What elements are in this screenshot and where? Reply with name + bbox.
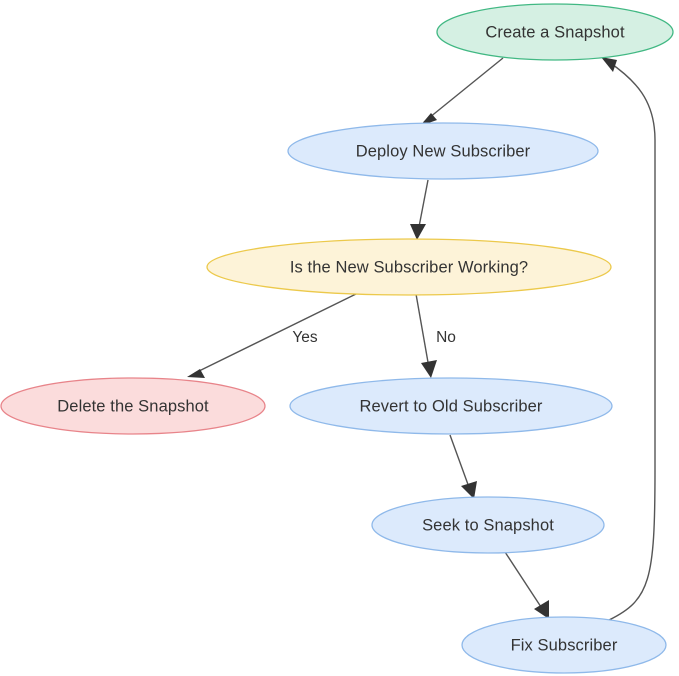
arrowhead-icon — [534, 600, 549, 619]
node-delete-the-snapshot[interactable]: Delete the Snapshot — [0, 377, 266, 435]
edge-line — [449, 434, 471, 491]
edge-create-snapshot-to-deploy-new-subscriber — [420, 57, 504, 126]
node-label: Create a Snapshot — [485, 23, 625, 41]
edge-is-new-subscriber-working-to-revert-to-old-subscriber — [415, 293, 437, 378]
node-label: Deploy New Subscriber — [356, 142, 531, 160]
node-deploy-new-subscriber[interactable]: Deploy New Subscriber — [287, 122, 599, 180]
node-label: Is the New Subscriber Working? — [290, 258, 528, 276]
node-fix-subscriber[interactable]: Fix Subscriber — [461, 616, 667, 674]
arrowhead-icon — [187, 369, 205, 378]
edge-label-no: No — [436, 329, 456, 346]
arrowhead-icon — [421, 360, 437, 378]
node-shape-ellipse[interactable] — [436, 3, 674, 61]
node-shape-ellipse[interactable] — [289, 377, 613, 435]
node-create-snapshot[interactable]: Create a Snapshot — [436, 3, 674, 61]
node-label: Revert to Old Subscriber — [359, 397, 542, 415]
edge-fix-subscriber-to-create-snapshot — [601, 57, 656, 621]
edge-label-yes: Yes — [292, 329, 318, 346]
arrowhead-icon — [410, 224, 426, 240]
edge-line — [415, 293, 430, 369]
edge-line — [194, 293, 357, 374]
node-shape-ellipse[interactable] — [371, 496, 605, 554]
node-revert-to-old-subscriber[interactable]: Revert to Old Subscriber — [289, 377, 613, 435]
edge-line — [423, 57, 504, 123]
edge-revert-to-old-subscriber-to-seek-to-snapshot — [449, 434, 477, 499]
edge-line — [608, 61, 656, 621]
node-shape-ellipse[interactable] — [461, 616, 667, 674]
edge-line — [504, 551, 544, 611]
node-shape-ellipse[interactable] — [287, 122, 599, 180]
edges-layer — [187, 57, 656, 621]
edge-seek-to-snapshot-to-fix-subscriber — [504, 551, 549, 619]
edge-line — [417, 179, 429, 233]
node-shape-ellipse[interactable] — [206, 238, 612, 296]
edge-labels-layer: Yes No — [292, 329, 456, 346]
arrowhead-icon — [461, 481, 477, 499]
node-seek-to-snapshot[interactable]: Seek to Snapshot — [371, 496, 605, 554]
edge-is-new-subscriber-working-to-delete-the-snapshot — [187, 293, 357, 378]
node-shape-ellipse[interactable] — [0, 377, 266, 435]
arrowhead-icon — [601, 57, 617, 72]
node-label: Fix Subscriber — [511, 636, 618, 654]
node-label: Seek to Snapshot — [422, 516, 554, 534]
node-label: Delete the Snapshot — [57, 397, 209, 415]
node-is-new-subscriber-working[interactable]: Is the New Subscriber Working? — [206, 238, 612, 296]
edge-deploy-new-subscriber-to-is-new-subscriber-working — [410, 179, 429, 240]
